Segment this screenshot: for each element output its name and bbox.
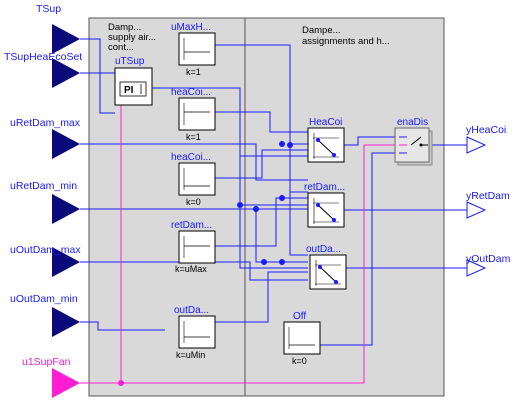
block-enadis[interactable]: enaDis [394, 117, 433, 166]
output-connectors: yHeaCoi yRetDam yOutDam [466, 124, 511, 277]
input-uoutdammin-arrow [52, 307, 80, 337]
output-youtdam-label: yOutDam [466, 253, 511, 265]
right-group-line2: assignments and h... [302, 36, 390, 47]
output-yretdam-arrow [466, 201, 487, 219]
wire-heacoimax [215, 111, 308, 133]
wire-umaxhea [215, 44, 308, 145]
block-outdam[interactable]: outDa... [306, 244, 347, 290]
junction-dot [237, 202, 243, 208]
input-tsupheaecoset-label: TSupHeaEcoSet [4, 51, 82, 63]
input-uoutdammin-label: uOutDam_min [10, 293, 78, 305]
input-uoutdammax-label: uOutDam_max [10, 244, 81, 256]
block-off-name: Off [293, 311, 306, 322]
block-umaxhea[interactable]: uMaxH... k=1 [171, 22, 216, 77]
wire-heacoimin [215, 149, 308, 179]
block-outdammin-param: k=uMin [176, 350, 205, 360]
junction-dot [261, 259, 267, 265]
output-yheacoi-label: yHeaCoi [466, 124, 506, 136]
input-u1supfan-arrow [52, 368, 80, 398]
block-heacoimin-name: heaCoi... [171, 152, 211, 163]
block-outdammin[interactable]: outDa... k=uMin [174, 305, 216, 360]
wire-uoutdammax [80, 261, 308, 281]
left-group-line2: supply air... [108, 32, 156, 43]
block-retdammax-param: k=uMax [175, 264, 207, 274]
block-outdam-name: outDa... [306, 244, 341, 255]
junction-dot-boolean [118, 380, 124, 386]
wire-utsup-out [152, 87, 308, 157]
output-youtdam-arrow [466, 259, 487, 277]
input-uretdammin-label: uRetDam_min [10, 180, 77, 192]
left-group-title: Damp... [108, 22, 141, 33]
input-uretdammax-label: uRetDam_max [10, 117, 81, 129]
wire-utsup-out-3 [239, 205, 308, 269]
wire-u1supfan [80, 144, 395, 384]
wires [80, 38, 467, 384]
block-off[interactable]: Off k=0 [283, 311, 321, 366]
block-heacoimin[interactable]: heaCoi... k=0 [171, 152, 216, 207]
wire-retdammax [215, 197, 308, 247]
left-group-box [88, 17, 246, 397]
wire-outdammin [215, 271, 308, 323]
block-retdammax[interactable]: retDam... k=uMax [171, 220, 216, 274]
block-retdammax-name: retDam... [171, 220, 212, 231]
input-connectors: TSup TSupHeaEcoSet uRetDam_max uRetDam_m… [4, 3, 82, 398]
input-tsup-arrow [52, 24, 80, 54]
block-retdam-name: retDam... [304, 182, 345, 193]
block-heacoi-name: HeaCoi [309, 117, 342, 128]
block-heacoimax[interactable]: heaCoi... k=1 [171, 87, 216, 142]
junction-dot [279, 141, 285, 147]
block-enadis-name: enaDis [397, 117, 428, 128]
wire-tsup [80, 38, 115, 114]
block-heacoimax-name: heaCoi... [171, 87, 211, 98]
junction-dot [279, 259, 285, 265]
block-utsup-name: uTSup [115, 56, 145, 67]
block-off-param: k=0 [292, 356, 307, 366]
input-uretdammin-arrow [52, 194, 80, 224]
input-uretdammax-arrow [52, 129, 80, 159]
input-uoutdammax-arrow [52, 247, 80, 277]
wire-heacoi-enadis [344, 136, 395, 146]
wire-off [320, 152, 395, 346]
right-group-title: Dampe... [302, 25, 341, 36]
block-heacoimax-param: k=1 [186, 132, 201, 142]
left-group-line3: cont... [108, 42, 134, 53]
block-umaxhea-param: k=1 [186, 67, 201, 77]
output-yretdam-label: yRetDam [466, 190, 510, 202]
block-retdam[interactable]: retDam... [304, 182, 345, 228]
output-yheacoi-arrow [466, 136, 487, 154]
junctions [118, 141, 293, 386]
block-outdammin-name: outDa... [174, 305, 209, 316]
wire-uretdammax [80, 143, 308, 181]
input-u1supfan-label: u1SupFan [22, 356, 71, 368]
wire-uretdammin-2 [255, 209, 308, 263]
junction-dot [253, 206, 259, 212]
junction-dot [287, 142, 293, 148]
block-heacoimin-param: k=0 [186, 197, 201, 207]
block-utsup[interactable]: PI uTSup [114, 56, 153, 106]
input-tsup-label: TSup [36, 3, 61, 15]
block-heacoi[interactable]: HeaCoi [307, 117, 345, 163]
input-tsupheaecoset-arrow [52, 58, 80, 88]
junction-dot [279, 195, 285, 201]
wire-uoutdammin [80, 321, 165, 331]
wire-umaxhea-3 [289, 192, 308, 256]
block-utsup-glyph: PI [124, 85, 134, 96]
block-umaxhea-name: uMaxH... [171, 22, 211, 33]
